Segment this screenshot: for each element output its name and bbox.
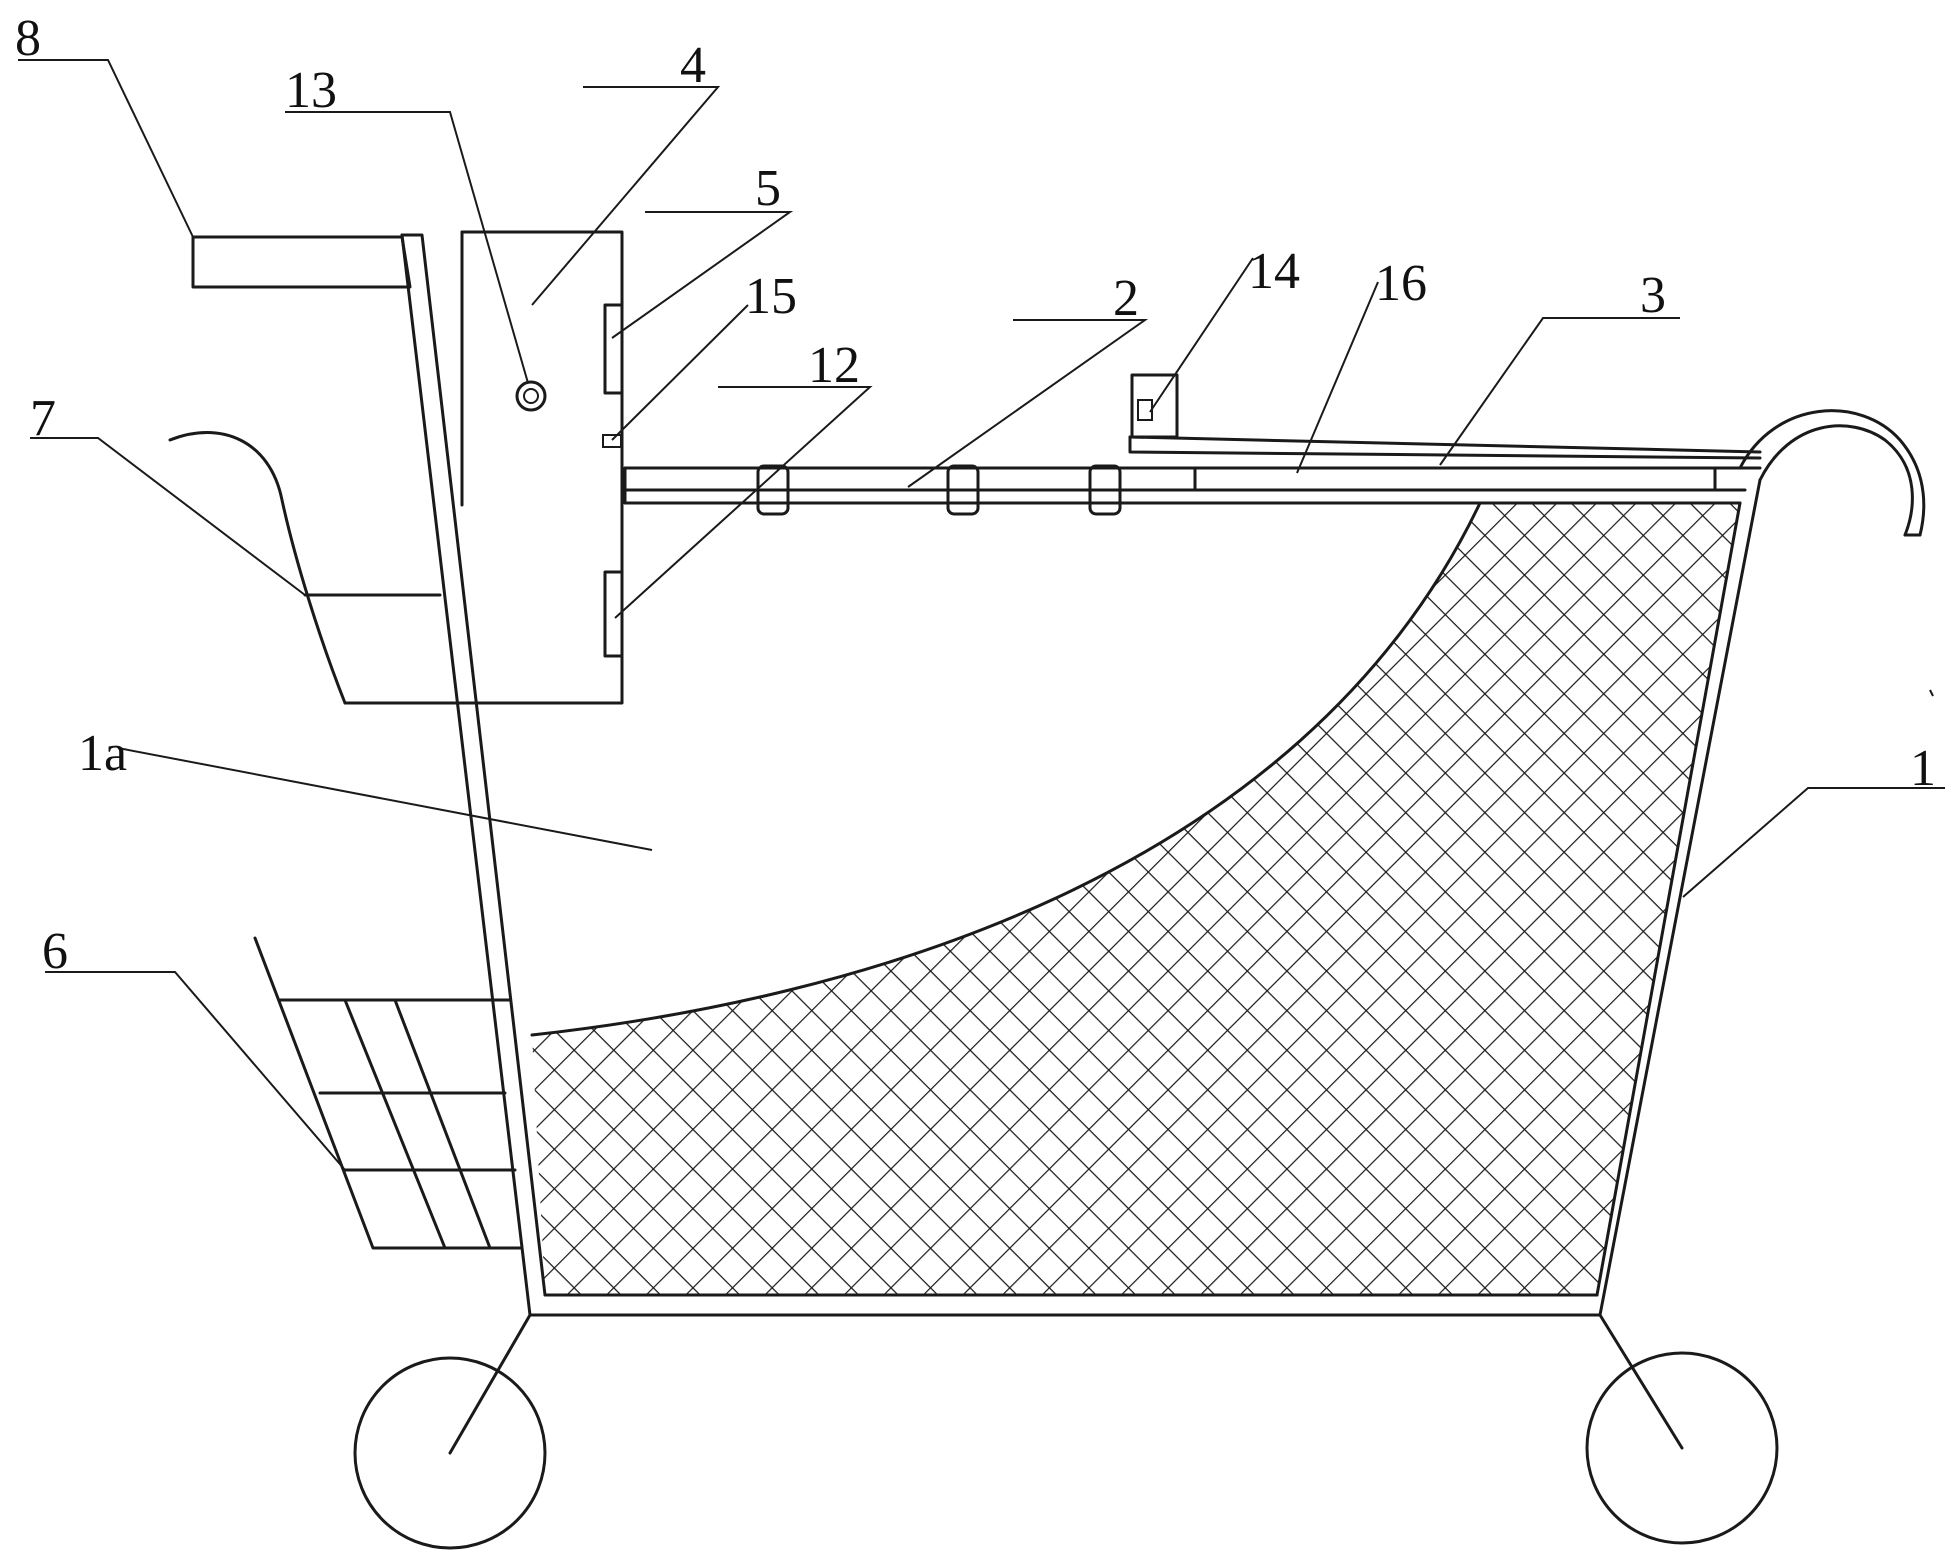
label-15: 15: [745, 268, 797, 325]
label-13: 13: [285, 62, 337, 119]
label-4: 4: [680, 37, 706, 94]
label-8: 8: [15, 10, 41, 67]
bag-hook: [168, 431, 442, 705]
label-12: 12: [808, 337, 860, 394]
label-2: 2: [1113, 270, 1139, 327]
label-14: 14: [1248, 243, 1300, 300]
lower-basket: [253, 936, 522, 1250]
slide-plate: [1193, 466, 1717, 492]
cart-frame: [400, 233, 1934, 1317]
wheel-front: [353, 1313, 547, 1550]
label-7: 7: [30, 390, 56, 447]
top-tray: [1128, 435, 1762, 460]
label-6: 6: [42, 923, 68, 980]
label-16: 16: [1375, 255, 1427, 312]
label-5: 5: [755, 160, 781, 217]
wheel-rear: [1585, 1313, 1779, 1545]
leader-lines: [18, 59, 1945, 1171]
labels: 8 13 4 5 15 12 2 14 16 3 7 1a 1 6: [15, 10, 1936, 980]
control-box: [343, 230, 624, 705]
label-3: 3: [1640, 267, 1666, 324]
rod-assembly: [623, 464, 1122, 516]
basket-mesh: [530, 501, 1740, 1295]
handle-plate: [191, 235, 412, 289]
label-1: 1: [1910, 740, 1936, 797]
label-1a: 1a: [78, 725, 127, 782]
